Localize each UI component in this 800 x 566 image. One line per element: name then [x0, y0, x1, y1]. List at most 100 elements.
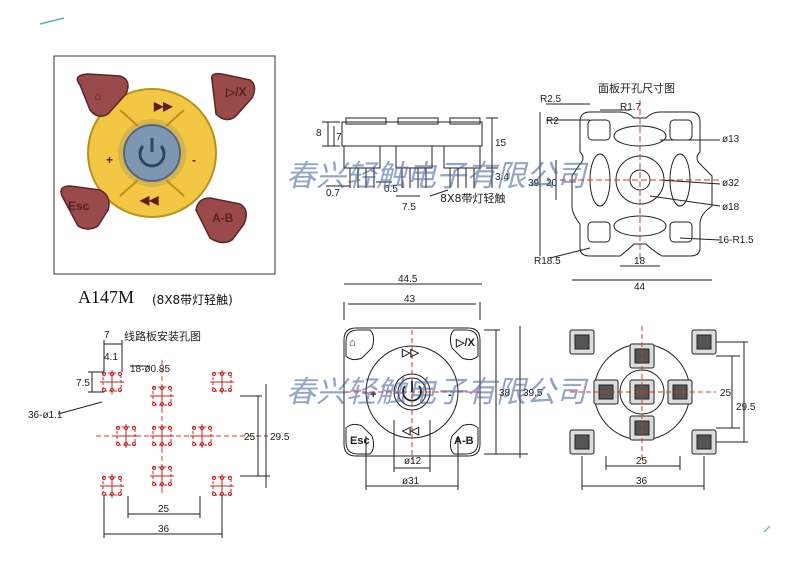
dim-side-0-5: 0.5 — [384, 184, 398, 195]
pcb-hole — [207, 425, 213, 431]
pcb-hole — [101, 475, 107, 481]
render-key-top-right — [210, 72, 256, 121]
dim-cut-20: 20 — [546, 178, 558, 189]
dim-front-d12: ø12 — [404, 456, 422, 467]
front-key-plus: + — [370, 389, 376, 401]
pcb-hole — [167, 481, 173, 487]
dim-cut-d18: ø18 — [722, 202, 740, 213]
dim-side-8: 8 — [316, 128, 322, 139]
render-key-ab: A-B — [212, 211, 234, 225]
dim-back-29-5: 29.5 — [736, 402, 756, 413]
pcb-hole — [211, 387, 217, 393]
pcb-hole — [151, 465, 157, 471]
product-render: ⌂ ▷/X Esc A-B + - ◀◀ ▶▶ — [53, 55, 276, 275]
dim-pcb-holes-small: 18-ø0.85 — [130, 364, 170, 375]
render-key-bottom-left — [60, 185, 110, 230]
power-icon — [138, 138, 166, 168]
pcb-hole — [117, 475, 123, 481]
back-switch — [629, 343, 655, 369]
back-switch — [629, 415, 655, 441]
side-view — [322, 117, 498, 197]
back-switch — [569, 329, 595, 355]
dim-cut-d13: ø13 — [722, 134, 740, 145]
render-key-rew: ◀◀ — [139, 193, 159, 207]
pcb-hole — [211, 475, 217, 481]
front-key-home: ⌂ — [349, 337, 356, 349]
side-view-label: 8X8带灯轻触 — [440, 191, 506, 205]
dim-pcb-7-5: 7.5 — [76, 378, 90, 389]
pcb-hole — [167, 441, 173, 447]
dim-back-36: 36 — [636, 476, 648, 487]
front-key-play: ▷/X — [455, 337, 476, 349]
corner-mark-bottom — [763, 525, 771, 533]
pcb-switch-footprint — [150, 424, 174, 448]
dim-cut-d32: ø32 — [722, 178, 740, 189]
render-key-home: ⌂ — [94, 89, 101, 103]
dim-side-3-4: 3.4 — [495, 172, 509, 183]
pcb-hole — [131, 441, 137, 447]
render-key-play: ▷/X — [225, 85, 247, 99]
pcb-hole — [101, 371, 107, 377]
front-key-esc: Esc — [350, 435, 370, 447]
pcb-hole — [101, 491, 107, 497]
side-body — [341, 121, 483, 147]
dim-back-25-h: 25 — [636, 456, 648, 467]
pcb-hole — [191, 441, 197, 447]
dim-front-44-5: 44.5 — [398, 274, 418, 285]
pcb-switch-footprint — [100, 474, 124, 498]
pcb-hole — [167, 385, 173, 391]
dim-pcb-holes-large: 36-ø1.1 — [28, 410, 63, 421]
front-outline — [343, 327, 481, 457]
pcb-hole — [211, 491, 217, 497]
pcb-hole — [117, 491, 123, 497]
dim-pcb-25-v: 25 — [244, 432, 256, 443]
back-view — [569, 329, 748, 490]
watermark-bottom: 春兴轻触电子有限公司 — [286, 375, 589, 410]
watermark-top: 春兴轻触电子有限公司 — [286, 159, 589, 194]
dim-cut-44: 44 — [634, 282, 646, 293]
dim-front-d31: ø31 — [402, 476, 420, 487]
pcb-hole — [115, 441, 121, 447]
dim-pcb-36: 36 — [158, 524, 170, 535]
dim-cut-r1-5: 16-R1.5 — [718, 235, 754, 246]
pcb-hole — [101, 387, 107, 393]
back-switch — [691, 329, 717, 355]
front-key-ffw: ▷▷ — [401, 347, 419, 359]
render-key-top-left — [76, 73, 129, 117]
pcb-hole — [151, 481, 157, 487]
pcb-hole — [227, 491, 233, 497]
pcb-hole — [167, 401, 173, 407]
pcb-hole — [117, 387, 123, 393]
pcb-hole — [227, 475, 233, 481]
panel-cutout-title: 面板开孔尺寸图 — [598, 81, 675, 95]
render-key-bottom-right — [195, 197, 247, 244]
pcb-hole — [207, 441, 213, 447]
dim-pcb-25-h: 25 — [158, 504, 170, 515]
pcb-hole — [115, 425, 121, 431]
dim-side-7-5: 7.5 — [402, 202, 416, 213]
pcb-switch-footprint — [150, 464, 174, 488]
model-title: A147M — [78, 287, 135, 307]
corner-mark — [39, 17, 65, 25]
pcb-hole — [151, 441, 157, 447]
pcb-hole — [151, 425, 157, 431]
front-power-icon — [402, 381, 422, 402]
pcb-hole — [191, 425, 197, 431]
pcb-switch-footprint — [210, 370, 234, 394]
dim-side-15: 15 — [495, 138, 507, 149]
pcb-switch-footprint — [114, 424, 138, 448]
dim-front-43: 43 — [404, 294, 416, 305]
model-subtitle: (8X8带灯轻触) — [152, 293, 233, 307]
pcb-hole — [151, 401, 157, 407]
front-key-minus: - — [448, 389, 452, 401]
render-key-plus: + — [106, 153, 113, 167]
pcb-hole — [117, 371, 123, 377]
dim-side-7: 7 — [336, 132, 342, 143]
pcb-hole — [151, 385, 157, 391]
front-key-rew: ◁◁ — [401, 425, 419, 437]
dim-back-25-v: 25 — [720, 388, 732, 399]
dim-pcb-4-1: 4.1 — [104, 352, 118, 363]
back-switch — [667, 379, 693, 405]
dim-side-0-7: 0.7 — [326, 188, 340, 199]
